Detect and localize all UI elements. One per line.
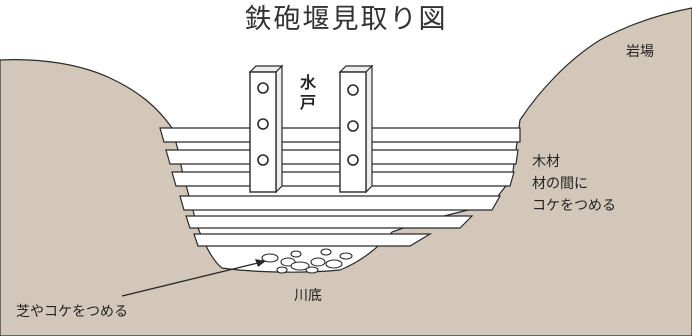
timber-label: 木材 [532, 154, 560, 170]
stone-icon [320, 248, 332, 256]
between-label-1: 材の間に [532, 176, 588, 192]
stone-icon [305, 266, 319, 274]
rock-label: 岩場 [626, 44, 654, 60]
water-gate-label-2: 戸 [300, 93, 316, 112]
diagram-title: 鉄砲堰見取り図 [245, 4, 448, 35]
stone-icon [261, 253, 279, 263]
timber-plank-6 [193, 233, 433, 247]
right-post [338, 64, 374, 194]
water-gate-label-1: 水 [300, 73, 317, 92]
grass-moss-label: 芝やコケをつめる [16, 304, 128, 320]
stone-icon [325, 259, 343, 269]
post-hole-icon [257, 118, 269, 130]
stone-icon [310, 257, 326, 267]
stone-icon [339, 252, 353, 260]
left-post [248, 64, 284, 194]
right-post-side [365, 64, 373, 194]
timber-plank-4 [179, 195, 502, 211]
riverbed-stones [261, 248, 353, 274]
stone-icon [290, 250, 302, 258]
post-hole-icon [257, 154, 269, 166]
grass-moss-arrow-line [121, 261, 263, 297]
post-hole-icon [347, 84, 359, 96]
arrow-head-icon [255, 259, 266, 267]
post-hole-icon [347, 120, 359, 132]
grass-moss-arrow [121, 259, 266, 297]
timber-plank-5 [185, 215, 474, 229]
stone-icon [276, 266, 288, 274]
left-post-side [275, 64, 283, 194]
post-hole-icon [257, 82, 269, 94]
between-label-2: コケをつめる [532, 198, 616, 214]
stone-icon [290, 261, 310, 271]
water-gate-posts [248, 64, 374, 194]
riverbed-label: 川底 [294, 288, 322, 304]
post-hole-icon [347, 154, 359, 166]
